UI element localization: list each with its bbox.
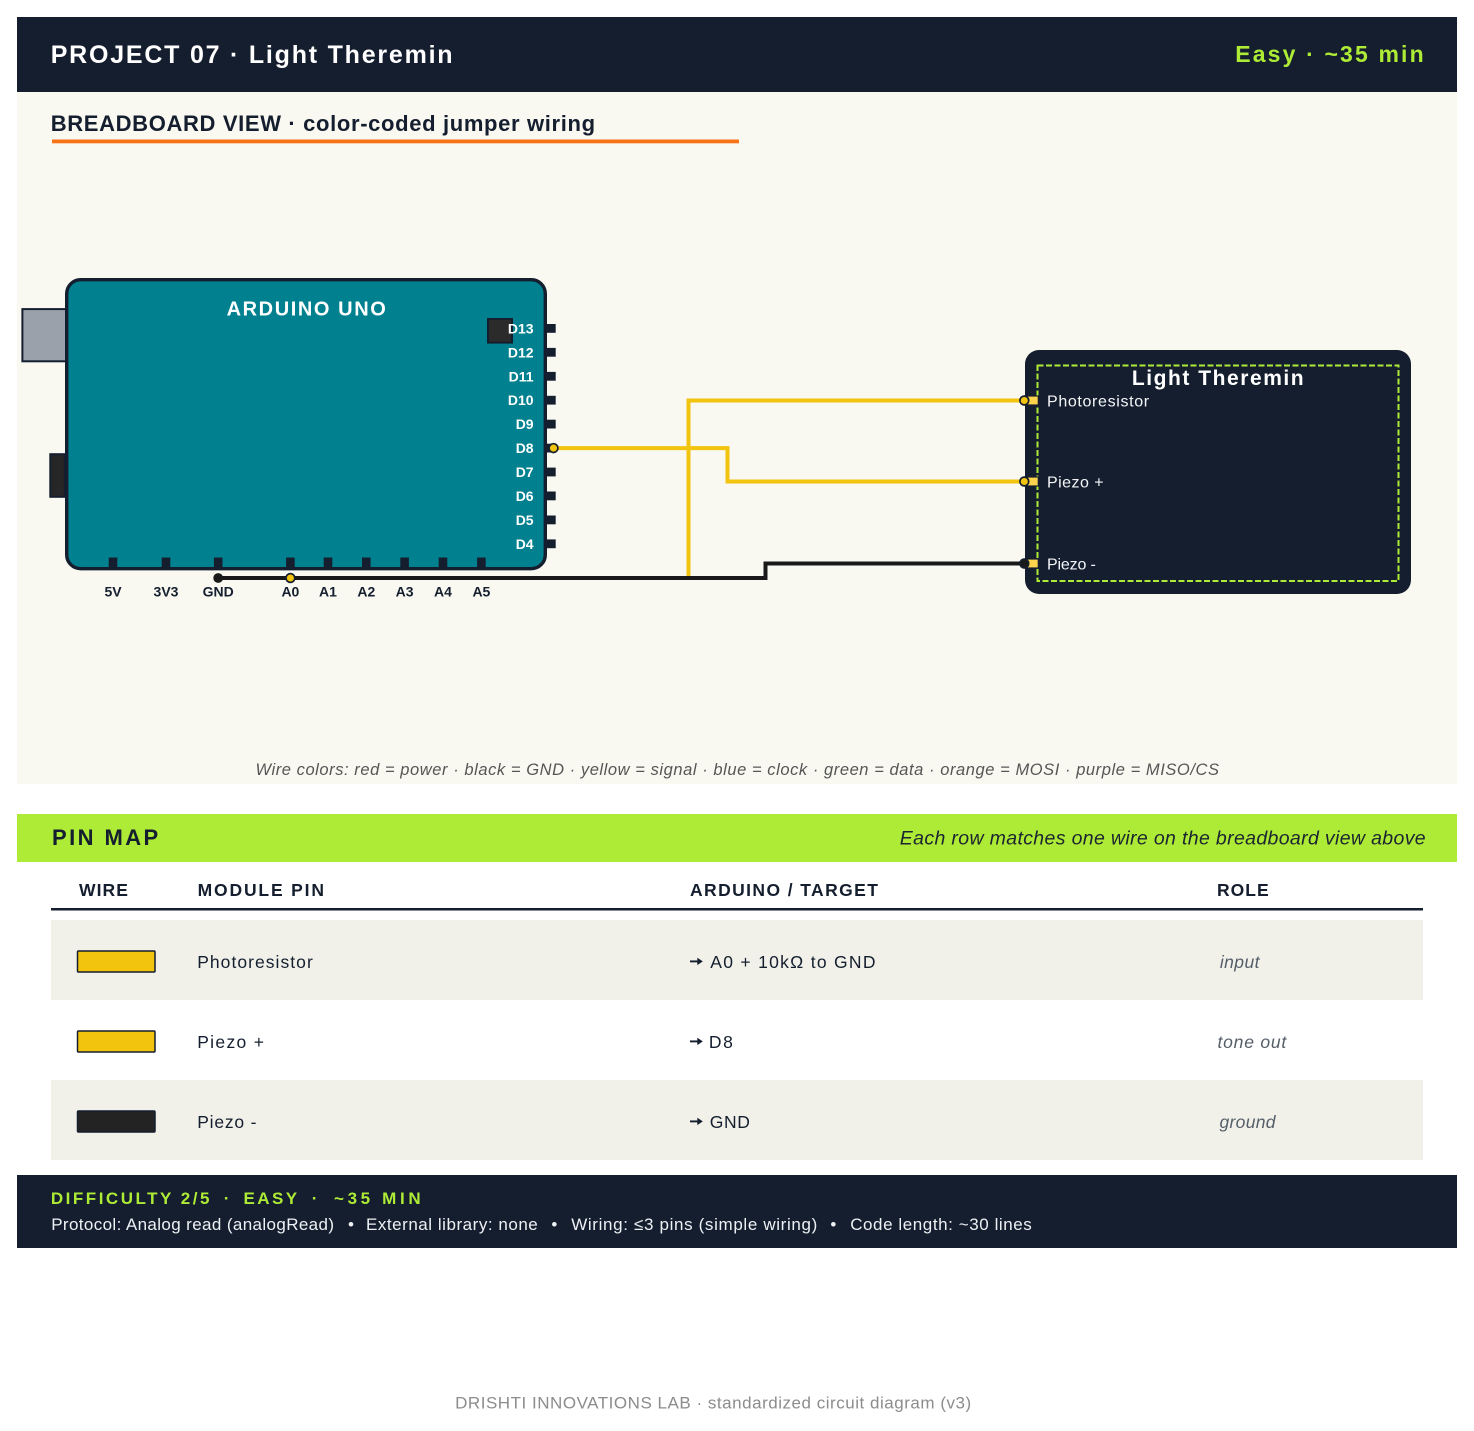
svg-text:Photoresistor: Photoresistor <box>1047 394 1150 411</box>
svg-text:Wire colors: red = power · bla: Wire colors: red = power · black = GND ·… <box>255 761 1219 779</box>
svg-text:5V: 5V <box>104 583 122 599</box>
svg-text:D8: D8 <box>516 440 534 456</box>
svg-text:•: • <box>551 1215 557 1234</box>
svg-text:~35 MIN: ~35 MIN <box>334 1189 424 1208</box>
svg-text:D11: D11 <box>509 368 534 384</box>
svg-text:D5: D5 <box>516 512 534 528</box>
svg-text:D13: D13 <box>508 320 534 336</box>
svg-text:ARDUINO / TARGET: ARDUINO / TARGET <box>690 880 879 900</box>
svg-text:D10: D10 <box>508 392 534 408</box>
svg-text:Wiring: ≤3 pins (simple wiring: Wiring: ≤3 pins (simple wiring) <box>571 1215 818 1234</box>
svg-text:A3: A3 <box>396 583 414 599</box>
svg-text:A0: A0 <box>281 583 299 599</box>
svg-text:A2: A2 <box>357 583 375 599</box>
svg-text:A0 + 10kΩ to GND: A0 + 10kΩ to GND <box>710 952 877 972</box>
svg-text:Photoresistor: Photoresistor <box>197 952 314 972</box>
svg-text:ROLE: ROLE <box>1217 880 1270 900</box>
svg-text:EASY: EASY <box>244 1189 300 1208</box>
svg-text:ARDUINO UNO: ARDUINO UNO <box>227 299 388 321</box>
svg-text:Piezo +: Piezo + <box>197 1032 265 1052</box>
svg-text:D9: D9 <box>516 416 534 432</box>
svg-text:A5: A5 <box>472 583 490 599</box>
svg-text:MODULE PIN: MODULE PIN <box>198 880 326 900</box>
svg-text:Piezo -: Piezo - <box>1047 557 1096 574</box>
svg-text:Piezo -: Piezo - <box>197 1112 257 1132</box>
svg-text:External library: none: External library: none <box>366 1215 538 1234</box>
svg-text:A1: A1 <box>319 583 337 599</box>
svg-text:GND: GND <box>203 583 234 599</box>
svg-text:GND: GND <box>710 1112 751 1132</box>
svg-text:A4: A4 <box>434 583 452 599</box>
svg-text:Easy · ~35 min: Easy · ~35 min <box>1235 41 1426 67</box>
svg-text:BREADBOARD VIEW · color-coded: BREADBOARD VIEW · color-coded jumper wir… <box>51 111 596 136</box>
svg-text:PIN MAP: PIN MAP <box>52 825 161 850</box>
svg-text:Light Theremin: Light Theremin <box>1132 367 1305 390</box>
svg-text:DIFFICULTY 2/5: DIFFICULTY 2/5 <box>51 1189 212 1208</box>
svg-text:D6: D6 <box>516 488 534 504</box>
svg-text:WIRE: WIRE <box>79 880 129 900</box>
svg-text:D8: D8 <box>709 1032 735 1052</box>
svg-text:tone out: tone out <box>1218 1032 1288 1052</box>
svg-text:•: • <box>348 1215 354 1234</box>
svg-text:D7: D7 <box>516 464 534 480</box>
svg-text:input: input <box>1220 952 1261 972</box>
svg-text:•: • <box>830 1215 836 1234</box>
svg-text:D12: D12 <box>508 344 534 360</box>
svg-text:3V3: 3V3 <box>154 583 179 599</box>
svg-text:·: · <box>224 1189 230 1208</box>
svg-text:Piezo +: Piezo + <box>1047 475 1104 492</box>
svg-text:Protocol: Analog read (analogR: Protocol: Analog read (analogRead) <box>51 1215 334 1234</box>
svg-text:D4: D4 <box>516 536 534 552</box>
svg-text:ground: ground <box>1220 1112 1277 1132</box>
svg-text:·: · <box>312 1189 318 1208</box>
svg-text:DRISHTI INNOVATIONS LAB · stan: DRISHTI INNOVATIONS LAB · standardized c… <box>455 1393 972 1412</box>
svg-text:Each row matches one wire on t: Each row matches one wire on the breadbo… <box>900 828 1426 850</box>
svg-text:PROJECT 07 · Light Theremin: PROJECT 07 · Light Theremin <box>51 41 455 69</box>
svg-text:Code length: ~30 lines: Code length: ~30 lines <box>850 1215 1032 1234</box>
